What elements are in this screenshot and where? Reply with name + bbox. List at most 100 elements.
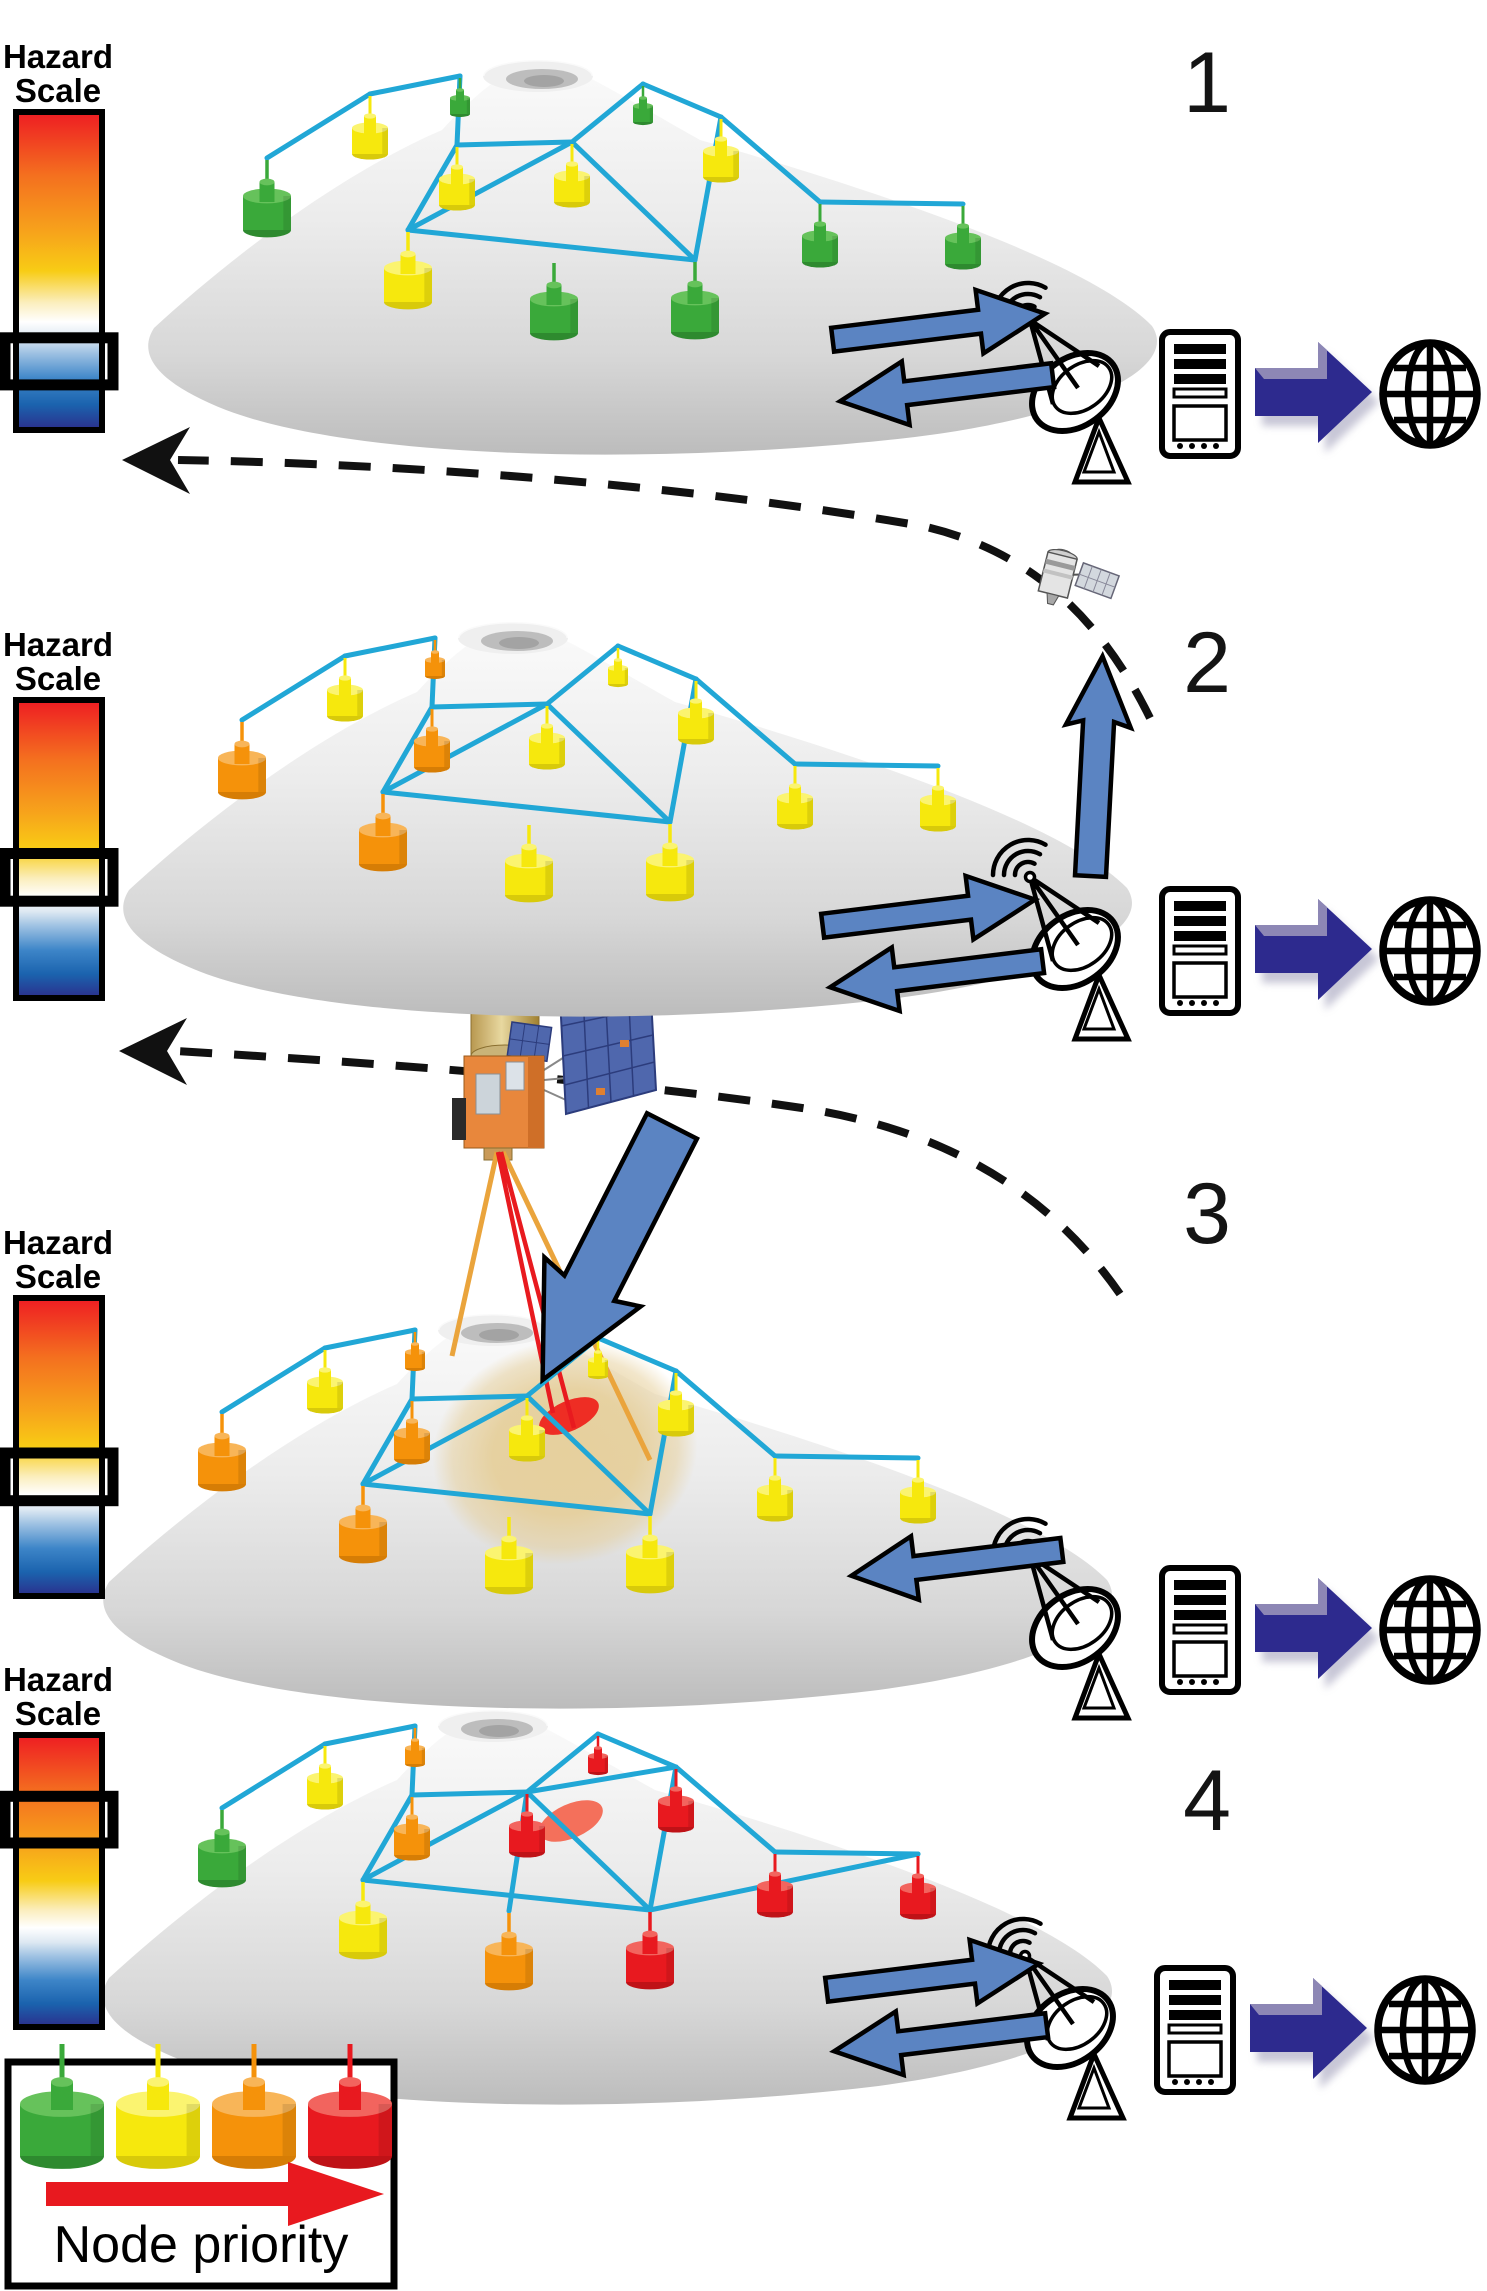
- sensor-node-green: [671, 262, 719, 340]
- network-link: [544, 701, 673, 825]
- hazard-scale-title-line2: Scale: [15, 1695, 101, 1732]
- hazard-scale-title-line1: Hazard: [3, 1661, 113, 1698]
- sensor-node-red: [757, 1854, 793, 1918]
- sensor-node-yellow: [116, 2044, 200, 2169]
- network-link: [380, 701, 550, 795]
- sensor-node-yellow: [626, 1516, 674, 1594]
- network-link: [360, 1393, 530, 1487]
- network-link: [342, 635, 438, 659]
- network-link: [322, 1723, 418, 1747]
- network-link: [524, 1789, 653, 1913]
- priority-arrow-icon: [46, 2162, 384, 2226]
- sensor-network: [243, 73, 981, 341]
- network-link: [772, 1849, 921, 1857]
- network-link: [544, 643, 621, 707]
- panel-number: 2: [1183, 615, 1231, 711]
- panel-number: 3: [1183, 1166, 1231, 1262]
- sensor-node-yellow: [485, 1517, 533, 1595]
- panel-number: 4: [1183, 1753, 1231, 1849]
- sensor-node-green: [20, 2044, 104, 2169]
- sensor-node-yellow: [327, 658, 363, 722]
- satellite-uplink-arrow: [1061, 651, 1135, 880]
- network-link: [429, 701, 550, 710]
- network-link: [219, 1345, 328, 1415]
- legend: Node priority: [4, 2044, 398, 2290]
- sensor-node-yellow: [920, 768, 956, 832]
- sensor-node-yellow: [554, 144, 590, 208]
- sensor-node-yellow: [352, 96, 388, 160]
- network-link: [524, 1764, 679, 1795]
- network-link: [569, 81, 646, 145]
- hazard-colorbar: [13, 1732, 105, 2030]
- sensor-network: [218, 635, 956, 903]
- network-link: [360, 1481, 653, 1517]
- panel-number: 1: [1183, 35, 1231, 131]
- sensor-node-yellow: [678, 681, 714, 745]
- sensor-node-yellow: [509, 1398, 545, 1462]
- sensor-node-yellow: [757, 1458, 793, 1522]
- hazard-scale-title-line2: Scale: [15, 660, 101, 697]
- network-link: [454, 139, 575, 148]
- network-link: [718, 114, 823, 205]
- network-link: [615, 643, 699, 682]
- hazard-indicator-4: [0, 1790, 119, 1849]
- sensor-node-yellow: [900, 1460, 936, 1524]
- hazard-scale: Hazard Scale: [0, 1661, 119, 2030]
- panel-2: 2 Hazard Scale: [0, 615, 1477, 1039]
- network-link: [239, 653, 348, 723]
- sensor-node-orange: [414, 709, 450, 773]
- legend-node-row: [20, 2044, 392, 2169]
- sensor-node-yellow: [703, 119, 739, 183]
- network-link: [792, 761, 941, 769]
- network-link: [524, 1393, 653, 1517]
- sensor-node-yellow: [646, 824, 694, 902]
- network-link: [322, 1327, 418, 1351]
- sensor-node-green: [450, 78, 470, 118]
- sensor-node-orange: [405, 1332, 425, 1372]
- alert-area-ellipse: [539, 1800, 603, 1842]
- network-link: [693, 676, 798, 767]
- sensor-node-yellow: [439, 147, 475, 211]
- network-link: [772, 1453, 921, 1461]
- network-link: [367, 73, 463, 97]
- sensor-node-yellow: [588, 1340, 608, 1380]
- sensor-node-orange: [405, 1728, 425, 1768]
- network-link: [360, 1792, 415, 1883]
- hazard-colorbar: [13, 1295, 105, 1599]
- sensor-node-red: [509, 1794, 545, 1858]
- network-link: [817, 199, 966, 207]
- legend-label: Node priority: [54, 2216, 349, 2274]
- network-link: [409, 1393, 530, 1402]
- sensor-node-orange: [394, 1401, 430, 1465]
- network-link: [569, 139, 698, 263]
- network-link: [405, 142, 460, 233]
- sensor-network: [198, 1327, 936, 1595]
- hazard-indicator-1: [0, 332, 119, 391]
- feedback-dashed-arrow-1: [177, 456, 1154, 720]
- network-link: [673, 1764, 778, 1855]
- network-link: [595, 1335, 679, 1374]
- sensor-node-yellow: [384, 232, 432, 310]
- sensor-node-yellow: [505, 825, 553, 903]
- sensor-node-orange: [485, 1913, 533, 1991]
- sensor-node-yellow: [307, 1746, 343, 1810]
- satellite-downlink-arrow: [540, 1110, 700, 1385]
- sensor-node-yellow: [339, 1882, 387, 1960]
- sensor-node-green: [945, 206, 981, 270]
- network-link: [380, 704, 435, 795]
- network-link: [524, 1731, 601, 1795]
- sensor-node-orange: [198, 1414, 246, 1492]
- sensor-node-orange: [425, 640, 445, 680]
- sensor-node-orange: [359, 794, 407, 872]
- network-link: [673, 1368, 778, 1459]
- hazard-scale-title-line1: Hazard: [3, 1224, 113, 1261]
- sensor-node-orange: [394, 1797, 430, 1861]
- sensor-node-orange: [212, 2044, 296, 2169]
- network-link: [360, 1877, 653, 1913]
- panel-3: 3 Hazard Scale: [0, 1110, 1477, 1718]
- hazard-scale: Hazard Scale: [0, 1224, 119, 1599]
- sensor-node-orange: [339, 1486, 387, 1564]
- network-link: [360, 1789, 530, 1883]
